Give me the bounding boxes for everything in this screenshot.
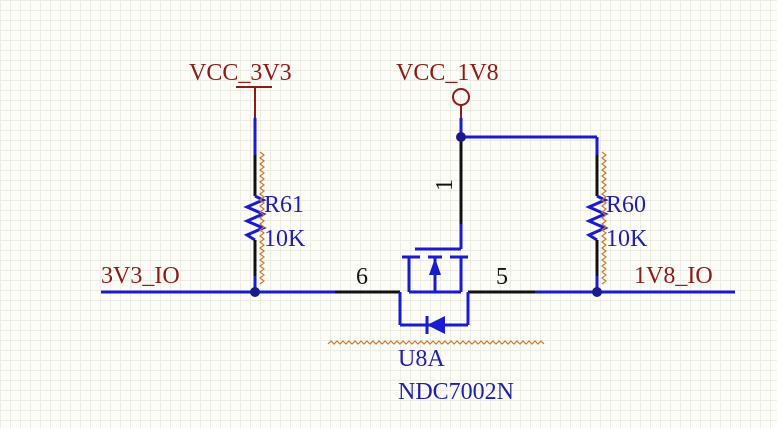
- net-label-vcc-1v8: VCC_1V8: [396, 60, 499, 86]
- diode-icon: [427, 316, 445, 334]
- junction-dot-vcc-1v8: [456, 132, 466, 142]
- net-label-1v8-io: 1V8_IO: [634, 263, 713, 289]
- r61-value: 10K: [264, 226, 306, 252]
- mosfet-pin-gate-number: 1: [432, 179, 458, 191]
- power-symbol-vcc-3v3: [236, 86, 272, 118]
- power-symbol-vcc-1v8: [452, 88, 470, 118]
- r60-designator: R60: [606, 192, 646, 218]
- junction-dot-r61: [250, 287, 260, 297]
- resistor-r60: [459, 118, 609, 292]
- mosfet-pin-source-number: 6: [356, 264, 368, 290]
- resistor-r61: [243, 118, 267, 292]
- mosfet-u8a: [327, 137, 545, 345]
- mosfet-part-number: NDC7002N: [398, 379, 514, 405]
- net-label-3v3-io: 3V3_IO: [101, 263, 180, 289]
- mosfet-designator: U8A: [398, 346, 445, 372]
- r61-designator: R61: [264, 192, 304, 218]
- mosfet-pin-drain-number: 5: [496, 264, 508, 290]
- r60-value: 10K: [606, 226, 648, 252]
- net-label-vcc-3v3: VCC_3V3: [189, 60, 292, 86]
- junction-dot-r60: [592, 287, 602, 297]
- arrow-icon: [429, 258, 441, 275]
